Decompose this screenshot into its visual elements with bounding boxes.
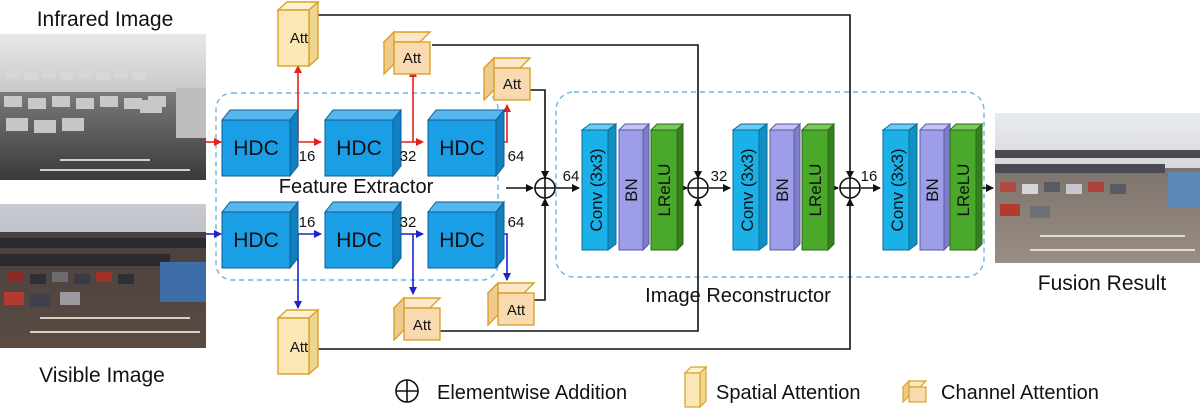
- channel-count-bottom-1: 16: [299, 214, 316, 231]
- hdc-block-bottom-3: HDC: [426, 200, 506, 270]
- spatial-attention-top: Att: [276, 0, 320, 68]
- infrared-image: [0, 34, 206, 180]
- legend: Elementwise Addition Spatial Attention C…: [395, 365, 1099, 409]
- hdc-block-bottom-1: HDC: [220, 200, 300, 270]
- att-label: Att: [507, 302, 526, 319]
- channel-count-top-3: 64: [508, 148, 525, 165]
- conv-label: Conv (3x3): [888, 148, 907, 231]
- hdc-label: HDC: [233, 137, 279, 160]
- fusion-result-image: [995, 113, 1200, 263]
- feature-extractor-box: [215, 92, 499, 281]
- att-label: Att: [290, 339, 309, 356]
- channel-attention-top-1: Att: [382, 30, 432, 76]
- hdc-block-top-3: HDC: [426, 108, 506, 178]
- att-label: Att: [503, 76, 522, 93]
- addition-node-3: [839, 177, 861, 199]
- bn-label: BN: [773, 178, 792, 202]
- hdc-label: HDC: [336, 137, 382, 160]
- hdc-label: HDC: [336, 229, 382, 252]
- infrared-image-title: Infrared Image: [37, 8, 174, 31]
- channel-count-bottom-3: 64: [508, 214, 525, 231]
- legend-addition-label: Elementwise Addition: [437, 382, 627, 404]
- hdc-block-top-1: HDC: [220, 108, 300, 178]
- recon-bn-layer-1: BN: [617, 122, 651, 252]
- hdc-label: HDC: [439, 137, 485, 160]
- conv-label: Conv (3x3): [738, 148, 757, 231]
- bn-label: BN: [622, 178, 641, 202]
- recon-conv-layer-1: Conv (3x3): [580, 123, 618, 251]
- recon-conv-layer-2: Conv (3x3): [731, 123, 769, 251]
- spatial-attention-legend-icon: [683, 365, 708, 409]
- legend-channel-label: Channel Attention: [941, 382, 1099, 404]
- channel-attention-top-2: Att: [482, 56, 532, 102]
- channel-count-recon-3: 16: [861, 168, 878, 185]
- lrelu-label: LReLU: [655, 164, 674, 217]
- recon-lrelu-layer-2: LReLU: [800, 122, 836, 252]
- skip-connection-lines: [316, 14, 994, 350]
- att-label: Att: [290, 30, 309, 47]
- recon-conv-layer-3: Conv (3x3): [881, 123, 919, 251]
- recon-lrelu-layer-1: LReLU: [649, 122, 685, 252]
- legend-spatial-label: Spatial Attention: [716, 382, 861, 404]
- lrelu-label: LReLU: [806, 164, 825, 217]
- recon-lrelu-layer-3: LReLU: [948, 122, 984, 252]
- recon-bn-layer-2: BN: [768, 122, 802, 252]
- channel-count-recon-1: 64: [563, 168, 580, 185]
- addition-node-1: [534, 177, 556, 199]
- channel-count-bottom-2: 32: [400, 214, 417, 231]
- visible-image-title: Visible Image: [39, 364, 165, 387]
- conv-label: Conv (3x3): [587, 148, 606, 231]
- channel-attention-bottom-2: Att: [486, 281, 536, 327]
- image-reconstructor-box: [555, 91, 985, 278]
- hdc-block-top-2: HDC: [323, 108, 403, 178]
- hdc-label: HDC: [233, 229, 279, 252]
- bn-label: BN: [923, 178, 942, 202]
- hdc-label: HDC: [439, 229, 485, 252]
- spatial-attention-bottom: Att: [276, 308, 320, 376]
- channel-count-top-2: 32: [400, 148, 417, 165]
- visible-image: [0, 204, 206, 348]
- channel-count-top-1: 16: [299, 148, 316, 165]
- image-reconstructor-title: Image Reconstructor: [645, 285, 831, 307]
- channel-attention-bottom-1: Att: [392, 296, 442, 342]
- fusion-result-title: Fusion Result: [1038, 272, 1167, 295]
- channel-count-recon-2: 32: [711, 168, 728, 185]
- hdc-block-bottom-2: HDC: [323, 200, 403, 270]
- feature-extractor-title: Feature Extractor: [279, 176, 434, 198]
- att-label: Att: [403, 50, 422, 67]
- lrelu-label: LReLU: [954, 164, 973, 217]
- addition-legend-icon: [395, 379, 419, 403]
- addition-node-2: [687, 177, 709, 199]
- channel-attention-legend-icon: [901, 379, 928, 404]
- att-label: Att: [413, 317, 432, 334]
- recon-bn-layer-3: BN: [918, 122, 952, 252]
